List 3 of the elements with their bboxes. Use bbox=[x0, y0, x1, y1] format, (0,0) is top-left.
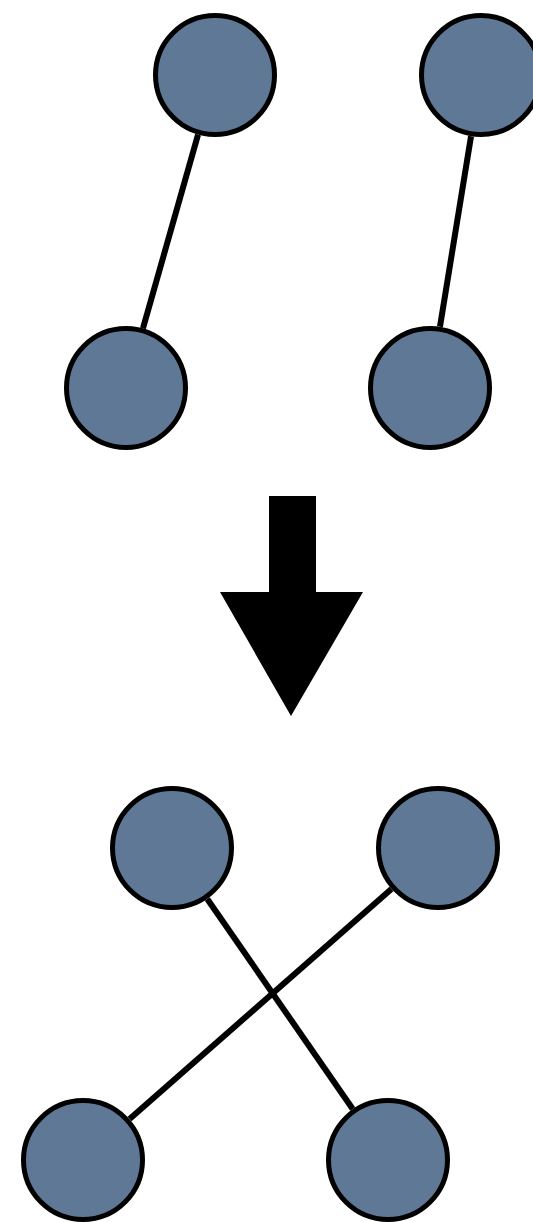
connector-line bbox=[204, 897, 356, 1111]
connector-line bbox=[127, 886, 394, 1122]
connector-line bbox=[437, 135, 474, 328]
